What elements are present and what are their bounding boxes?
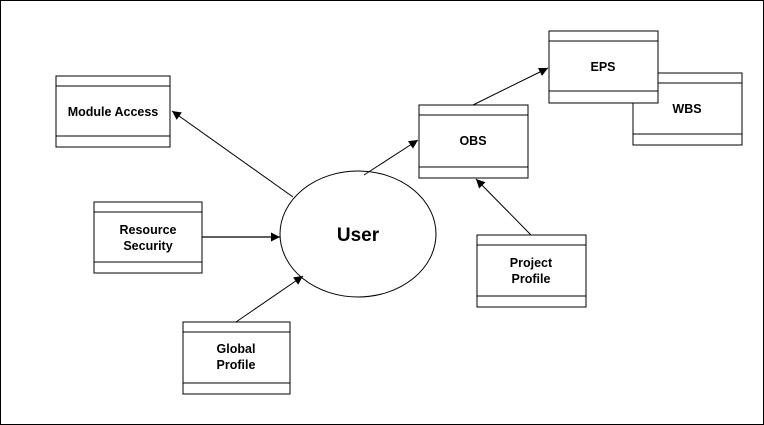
global-profile-label-line1: Global [217, 342, 256, 356]
project-profile-label-line1: Project [510, 256, 553, 270]
arrow-project-profile-to-obs [475, 178, 532, 236]
user-node: User [279, 170, 437, 298]
module-access-box: Module Access [55, 75, 171, 148]
global-profile-box: Global Profile [182, 321, 291, 395]
resource-security-box: Resource Security [93, 201, 203, 274]
resource-security-label-line1: Resource [120, 223, 177, 237]
eps-label: EPS [590, 60, 615, 74]
user-label: User [337, 225, 380, 246]
obs-box: OBS [418, 104, 529, 179]
resource-security-label-line2: Security [123, 239, 172, 253]
eps-box: EPS [548, 30, 659, 104]
wbs-label: WBS [672, 102, 701, 116]
arrow-user-to-module-access [171, 110, 294, 198]
global-profile-label-line2: Profile [217, 358, 256, 372]
arrow-global-profile-to-user [235, 275, 304, 323]
arrow-obs-to-eps [472, 67, 549, 106]
module-access-label: Module Access [68, 105, 159, 119]
project-profile-label-line2: Profile [512, 272, 551, 286]
obs-label: OBS [459, 134, 486, 148]
project-profile-box: Project Profile [476, 234, 587, 308]
arrow-user-to-obs [363, 139, 419, 176]
